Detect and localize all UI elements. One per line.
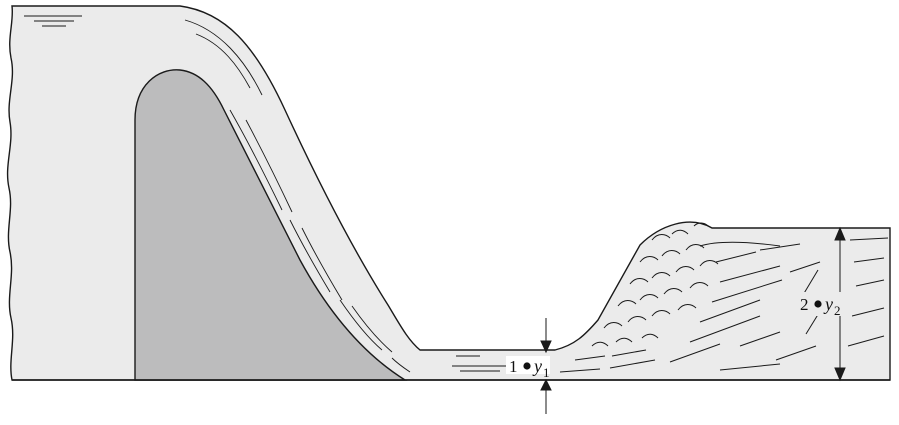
upstream-water-surface-symbol — [24, 15, 82, 27]
depth-y2-dimension — [834, 226, 846, 382]
section-2-subscript: 2 — [834, 303, 841, 318]
section-2-number: 2 — [800, 295, 809, 314]
section-1-point — [523, 362, 531, 370]
section-2-variable: y — [823, 294, 833, 314]
spillway-dam — [134, 69, 408, 381]
section-2-point — [814, 300, 822, 308]
section-2-label: 2 y 2 — [796, 292, 852, 318]
depth-y1-dimension — [540, 318, 552, 414]
tailwater-surface-symbol — [452, 355, 506, 372]
section-1-number: 1 — [509, 357, 518, 376]
section-1-label: 1 y 1 — [506, 356, 550, 380]
spillway-flow-lines — [184, 19, 411, 373]
section-1-variable: y — [532, 356, 542, 376]
section-1-subscript: 1 — [543, 365, 550, 380]
